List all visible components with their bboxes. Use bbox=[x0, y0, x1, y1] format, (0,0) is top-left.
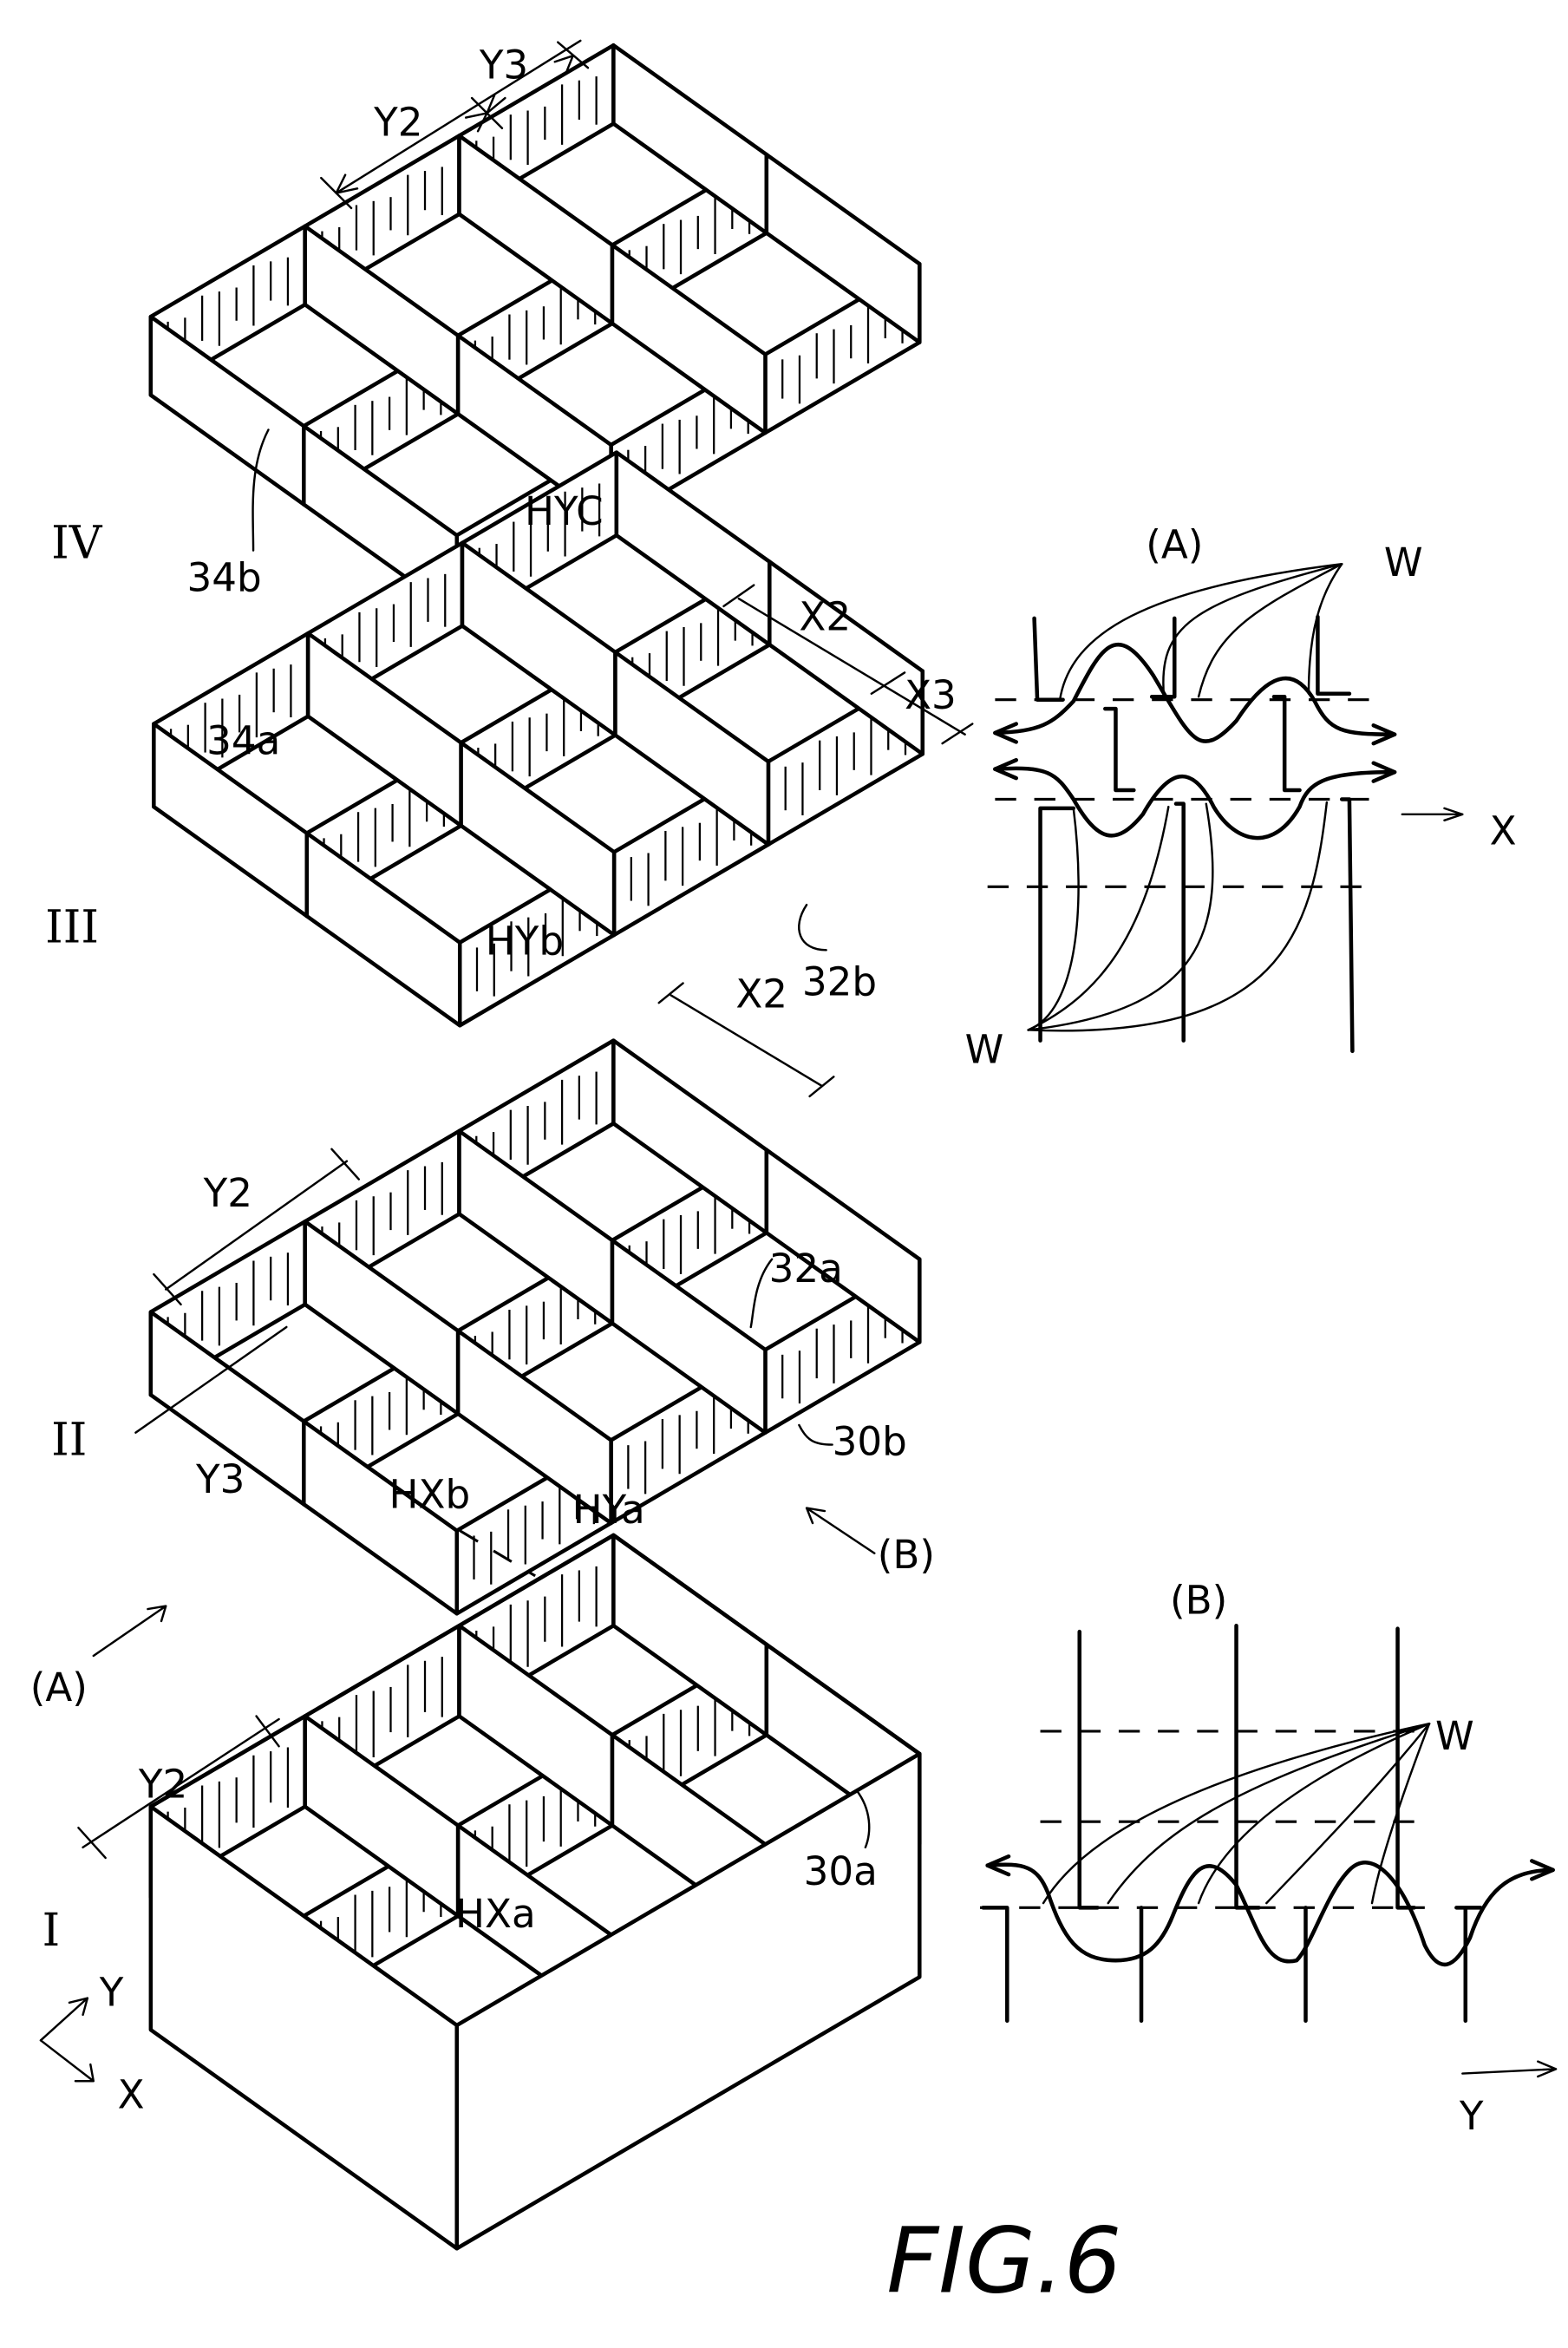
numeral-iii: III bbox=[45, 902, 99, 954]
detail-a-wafer-top: W bbox=[1384, 540, 1423, 585]
label-32a: 32a bbox=[769, 1246, 843, 1292]
label-30a: 30a bbox=[804, 1848, 878, 1894]
view-arrow-a bbox=[94, 1606, 166, 1656]
label-y3-top: Y3 bbox=[479, 42, 528, 88]
label-34a: 34a bbox=[206, 717, 280, 763]
label-x3-iii: X3 bbox=[905, 672, 957, 718]
label-hyb: HYb bbox=[486, 919, 564, 965]
label-y3-ii: Y3 bbox=[195, 1456, 245, 1502]
y-axis-arrow-icon bbox=[1462, 2062, 1556, 2077]
detail-b-wafer: W bbox=[1435, 1713, 1474, 1759]
detail-a-axis-label: X bbox=[1490, 808, 1517, 854]
label-30b: 30b bbox=[833, 1419, 907, 1465]
label-hxa: HXa bbox=[455, 1891, 536, 1937]
layer-ii-partition-grid bbox=[151, 1041, 919, 1614]
x-axis-arrow-icon bbox=[41, 2040, 94, 2081]
label-x2-iii: X2 bbox=[799, 594, 851, 640]
axis-label-y: Y bbox=[99, 1969, 124, 2015]
y-axis-arrow-icon bbox=[41, 1998, 88, 2041]
label-x2-ii: X2 bbox=[735, 971, 787, 1017]
label-y2-ii: Y2 bbox=[203, 1170, 252, 1216]
axes-triad bbox=[41, 1998, 94, 2082]
detail-a-title: (A) bbox=[1146, 521, 1203, 567]
figure-title: FIG.6 bbox=[886, 2208, 1121, 2314]
detail-b-title: (B) bbox=[1170, 1577, 1227, 1623]
leader-32b bbox=[799, 905, 826, 950]
label-34b: 34b bbox=[187, 555, 262, 601]
label-y2-top: Y2 bbox=[373, 99, 422, 145]
label-32b: 32b bbox=[802, 958, 877, 1004]
label-hya: HYa bbox=[573, 1487, 645, 1533]
label-hyc: HYC bbox=[525, 488, 604, 534]
axis-label-x: X bbox=[118, 2072, 145, 2118]
label-view-a: (A) bbox=[30, 1665, 88, 1710]
numeral-i: I bbox=[42, 1905, 61, 1957]
detail-b-diagram bbox=[980, 1625, 1556, 2077]
numeral-iv: IV bbox=[51, 517, 103, 569]
label-hxb: HXb bbox=[389, 1472, 471, 1518]
numeral-ii: II bbox=[51, 1415, 87, 1467]
detail-a-diagram bbox=[988, 564, 1463, 1051]
label-y2-i: Y2 bbox=[138, 1761, 187, 1807]
view-arrow-b bbox=[807, 1508, 874, 1553]
x-axis-arrow-icon bbox=[1402, 808, 1463, 821]
label-view-b: (B) bbox=[878, 1532, 935, 1578]
detail-a-wafer-bottom: W bbox=[965, 1027, 1004, 1073]
detail-b-axis-label: Y bbox=[1459, 2093, 1484, 2139]
leader-30b bbox=[799, 1425, 832, 1445]
